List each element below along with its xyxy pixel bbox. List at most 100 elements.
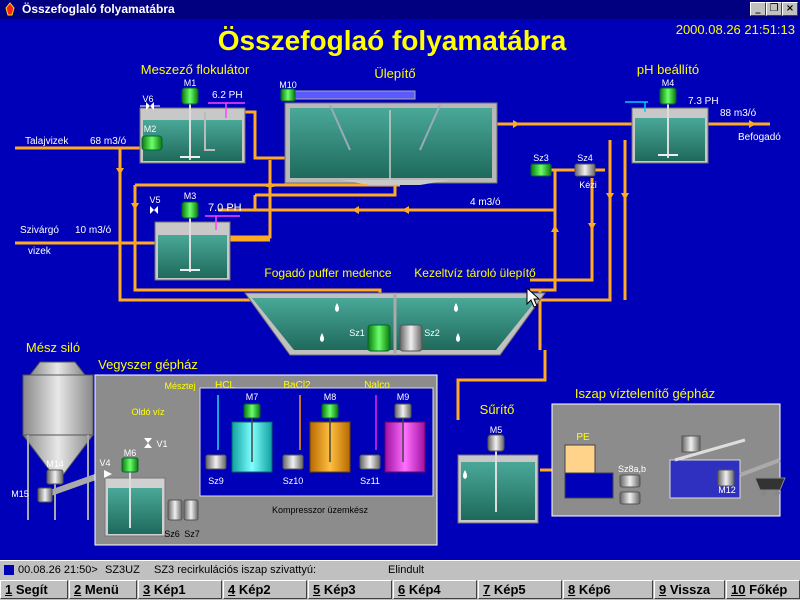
befogado-label: Befogadó [738,132,781,143]
window-title: Összefoglaló folyamatábra [22,2,175,16]
motor-m2[interactable] [141,135,163,151]
pump-sz7[interactable] [183,499,199,521]
recirc-flow: 4 m3/ó [470,197,501,208]
motor-m5[interactable] [487,434,505,452]
vegyszer-gephaz-label: Vegyszer gépház [98,357,198,372]
fkey-10[interactable]: 10 Főkép [726,580,800,599]
fkey-6[interactable]: 6 Kép4 [393,580,477,599]
pump-sz11-label: Sz11 [360,476,380,486]
pump-sz10-label: Sz10 [283,476,304,486]
pe-tank[interactable] [564,444,614,499]
status-timestamp: 00.08.26 21:50> [18,564,98,576]
valve-v6-label: V6 [142,94,153,104]
fkey-3[interactable]: 3 Kép1 [138,580,222,599]
pump-sz7-label: Sz7 [184,529,200,539]
pump-sz4-label: Sz4 [577,153,593,163]
lower-flokulator-tank[interactable] [154,214,231,281]
hcl-label: HCL [215,380,235,391]
motor-m4[interactable] [659,87,677,105]
fkey-4[interactable]: 4 Kép2 [223,580,307,599]
fkey-5[interactable]: 5 Kép3 [308,580,392,599]
pump-sz3-label: Sz3 [533,153,549,163]
window-titlebar: Összefoglaló folyamatábra _ ❐ × [0,0,800,19]
pump-sz4[interactable] [574,163,596,177]
puffer-basin[interactable] [244,292,546,356]
kompresszor-status: Kompresszor üzemkész [272,505,369,515]
pump-sz1-label: Sz1 [349,328,365,338]
ph2-value: 7.0 PH [208,202,242,214]
mesztej-label: Mésztej [164,381,195,391]
mesz-silo[interactable] [22,361,94,520]
ph1-value: 6.2 PH [212,90,243,101]
minimize-button[interactable]: _ [750,2,766,16]
pump-sz2-label: Sz2 [424,328,440,338]
motor-m9-label: M9 [397,392,410,402]
maximize-button[interactable]: ❐ [766,2,782,16]
motor-m10[interactable] [280,88,296,102]
motor-m4-label: M4 [662,78,675,88]
fkey-1[interactable]: 1 Segít [0,580,68,599]
fkey-7[interactable]: 7 Kép5 [478,580,562,599]
mesz-silo-label: Mész siló [26,340,80,355]
meszezo-flokulator-tank[interactable] [139,100,246,164]
ph-beallito-tank[interactable] [631,100,709,164]
motor-m9[interactable] [394,403,412,419]
datetime-display: 2000.08.26 21:51:13 [676,22,795,37]
valve-v5[interactable] [150,206,158,214]
surito-label: Sűrítő [480,402,515,417]
status-state: Elindult [388,564,425,576]
kezi-label: Kézi [579,180,597,190]
alarm-status-bar: 00.08.26 21:50> SZ3UZ SZ3 recirkulációs … [0,560,800,579]
nalco-label: Nalco [364,380,390,391]
valve-v6[interactable] [140,102,160,110]
hcl-tank[interactable] [231,410,273,473]
conveyor-to-cart [739,458,781,477]
fkey-8[interactable]: 8 Kép6 [563,580,653,599]
motor-m14[interactable] [46,469,64,485]
motor-m6[interactable] [121,457,139,473]
nalco-tank[interactable] [384,410,426,473]
motor-m12[interactable] [717,469,735,487]
droplet-icons [320,303,460,342]
pump-sz8ab[interactable] [619,474,641,505]
status-message: SZ3 recirkulációs iszap szivattyú: [154,564,316,576]
motor-m8-label: M8 [324,392,337,402]
pump-sz10[interactable] [282,454,304,470]
motor-m3[interactable] [181,201,199,219]
motor-m14-label: M14 [46,459,64,469]
valve-v1[interactable] [144,438,152,448]
motor-m8[interactable] [321,403,339,419]
meszezo-flokulator-label: Meszező flokulátor [141,62,250,77]
motor-m12-label: M12 [718,485,736,495]
iszap-gephaz-label: Iszap víztelenítő gépház [575,386,715,401]
pump-sz11[interactable] [359,454,381,470]
pump-sz1[interactable] [367,324,391,352]
ph3-value: 7.3 PH [688,96,719,107]
fkey-2[interactable]: 2 Menü [69,580,137,599]
kezeltviz-label: Kezeltvíz tároló ülepítő [414,266,536,280]
status-indicator [4,565,14,575]
belt-press[interactable] [669,435,746,499]
surito-tank[interactable] [457,448,539,524]
valve-v4[interactable] [104,470,112,478]
motor-m1[interactable] [181,87,199,105]
bacl2-tank[interactable] [309,410,351,473]
motor-m7[interactable] [243,403,261,419]
szivargo-label: Szivárgó [20,225,59,236]
talajvizek-flow: 68 m3/ó [90,136,127,147]
mesztej-tank[interactable] [104,470,166,537]
motor-m6-label: M6 [124,448,137,458]
close-button[interactable]: × [782,2,798,16]
valve-v1-label: V1 [156,439,167,449]
pump-sz6[interactable] [167,499,183,521]
talajvizek-label: Talajvizek [25,136,69,147]
ph-beallito-label: pH beállító [637,62,699,77]
fkey-9[interactable]: 9 Vissza [654,580,725,599]
pump-sz2[interactable] [399,324,423,352]
valve-v4-label: V4 [99,458,110,468]
pump-sz3[interactable] [530,163,552,177]
ulepito-tank[interactable] [284,90,498,185]
pump-sz9[interactable] [205,454,227,470]
motor-m2-label: M2 [144,124,157,134]
pump-sz6-label: Sz6 [164,529,180,539]
